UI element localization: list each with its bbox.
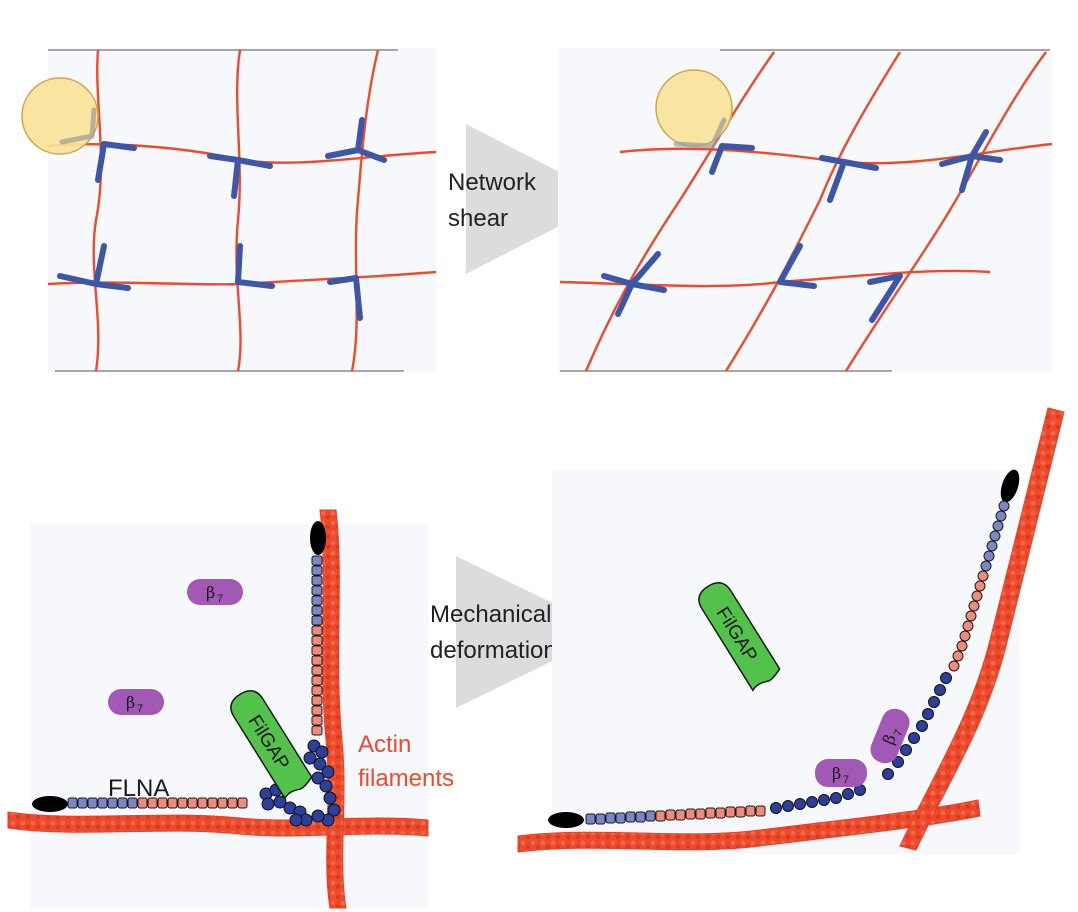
flna-crosslinker	[325, 117, 387, 163]
bead-left	[21, 77, 99, 155]
flna-crosslinkers-left	[57, 117, 387, 321]
panel-background	[558, 48, 1052, 372]
bottom-left-flna-panel: FilGAP β 7 β 7 FLNA Actin filaments	[7, 509, 454, 909]
beta7-shape	[815, 759, 867, 787]
beta7-integrin-bound: β 7	[870, 708, 910, 764]
panel-background	[48, 48, 436, 372]
flna-crosslinker	[939, 129, 1003, 193]
flna-chain-diagonal	[948, 500, 1010, 672]
filgap-free: FilGAP	[698, 582, 781, 692]
beta7-subscript: 7	[217, 593, 223, 605]
beta7-integrin-bound: β 7	[815, 759, 867, 787]
flna-crosslinker	[777, 243, 817, 289]
arrow-label-line1: Network	[448, 169, 537, 196]
flna-chain-vertical	[311, 555, 323, 736]
flna-crosslinker	[601, 251, 667, 317]
bead-attached-crosslinker	[59, 107, 97, 145]
arrow-shape	[466, 124, 612, 274]
flna-crosslinker	[327, 275, 363, 321]
actin-filament	[350, 49, 380, 372]
flna-dimerization-domains	[882, 672, 952, 780]
beta7-integrin: β 7	[187, 579, 243, 605]
actin-filament	[584, 51, 775, 372]
flna-crosslinker	[57, 243, 131, 291]
actin-filament-horizontal	[7, 811, 429, 837]
flna-head-vertical	[310, 521, 326, 555]
flna-crosslinkers-right	[601, 129, 1003, 323]
flna-head-horizontal	[32, 796, 68, 812]
flna-crosslinker	[95, 141, 137, 183]
flna-chain-horizontal	[67, 797, 248, 809]
flna-crosslinker	[709, 143, 755, 175]
actin-filament-horizontal	[517, 799, 981, 853]
beta7-shape	[108, 689, 164, 715]
actin-filament	[844, 51, 1047, 372]
mechanical-deformation-arrow: Mechanical deformation	[430, 556, 612, 708]
beta7-label: β	[832, 764, 841, 783]
network-shear-arrow: Network shear	[448, 124, 612, 274]
flna-crosslinker	[867, 273, 903, 323]
arrow-label-line2: shear	[448, 205, 508, 232]
beta7-integrin: β 7	[108, 689, 164, 715]
filgap-shape	[230, 690, 313, 800]
arrow-label-line2: deformation	[430, 637, 557, 664]
flna-label: FLNA	[108, 775, 169, 802]
actin-filament	[724, 51, 902, 372]
beta7-subscript: 7	[137, 703, 143, 715]
flna-crosslinker	[207, 153, 273, 199]
actin-label-line1: Actin	[358, 731, 411, 758]
flna-crosslinker	[819, 155, 879, 203]
filgap-shape	[698, 582, 781, 692]
beta7-shape	[187, 579, 243, 605]
actin-label-line2: filaments	[358, 765, 454, 792]
top-right-sheared-network-panel	[558, 48, 1053, 372]
actin-filament-diagonal	[899, 407, 1065, 851]
arrow-shape	[456, 556, 612, 708]
beta7-subscript: 7	[843, 774, 849, 786]
bottom-right-deformed-panel: FilGAP β 7 β 7	[517, 407, 1065, 854]
actin-filament	[92, 49, 103, 372]
arrow-label-line1: Mechanical	[430, 601, 551, 628]
actin-filament	[235, 49, 242, 372]
flna-head-horizontal	[548, 812, 584, 828]
beta7-label: β	[206, 583, 215, 602]
flna-chain-horizontal	[585, 805, 766, 825]
panel-background	[552, 470, 1020, 854]
flna-crosslinker	[235, 243, 275, 289]
top-left-network-panel	[21, 48, 437, 372]
bead-right	[655, 69, 733, 147]
bead-attached-crosslinker	[673, 117, 727, 149]
flna-head-diagonal	[1000, 469, 1020, 503]
flna-dimerization-domains	[770, 784, 866, 814]
beta7-subscript: 7	[892, 728, 905, 738]
beta7-label: β	[126, 693, 135, 712]
beta7-shape	[870, 708, 910, 764]
